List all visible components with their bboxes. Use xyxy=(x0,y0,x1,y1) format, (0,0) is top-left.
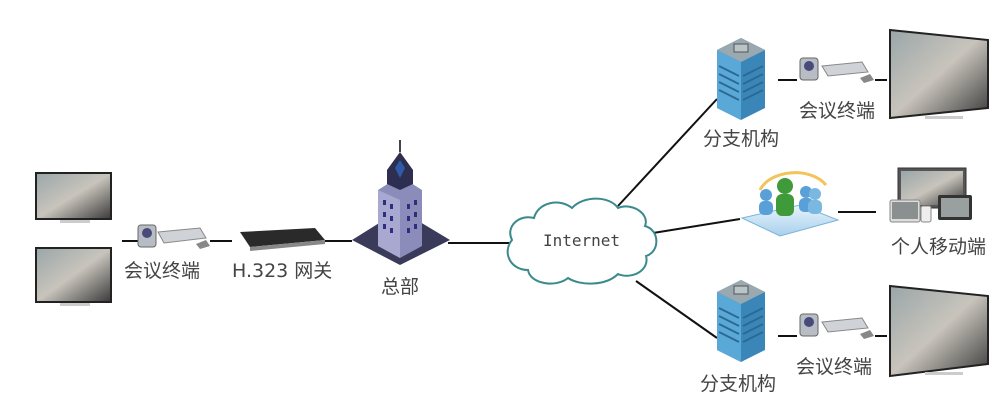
link-internet-mobile xyxy=(652,218,741,234)
conference-terminal-icon xyxy=(137,224,210,249)
link-internet-branch-bottom xyxy=(635,280,718,339)
branch-bottom-terminal-label: 会议终端 xyxy=(796,356,873,378)
link-internet-branch-top xyxy=(617,98,718,207)
internet-label: Internet xyxy=(543,231,621,250)
branch-top-terminal-label: 会议终端 xyxy=(799,100,876,122)
branch-building-icon xyxy=(717,38,765,120)
internet-cloud-icon xyxy=(506,197,658,285)
branch-top-label: 分支机构 xyxy=(703,128,780,150)
branch-building-icon xyxy=(717,280,765,362)
connections xyxy=(122,79,887,339)
left-terminal-label: 会议终端 xyxy=(124,260,201,282)
headquarters-building-icon xyxy=(352,140,450,265)
branch-bottom-label: 分支机构 xyxy=(700,373,777,395)
conference-terminal-icon xyxy=(799,57,874,83)
tv-icon xyxy=(35,247,112,306)
conference-terminal-icon xyxy=(799,313,874,339)
headquarters-label: 总部 xyxy=(381,276,420,298)
tv-icon xyxy=(889,284,989,378)
mobile-users-label: 个人移动端 xyxy=(891,236,987,258)
gateway-label: H.323 网关 xyxy=(232,260,333,282)
tv-icon xyxy=(889,28,989,120)
tv-icon xyxy=(35,172,112,223)
gateway-icon xyxy=(240,228,325,251)
mobile-devices-icon xyxy=(889,167,972,223)
user-group-icon xyxy=(740,171,840,237)
